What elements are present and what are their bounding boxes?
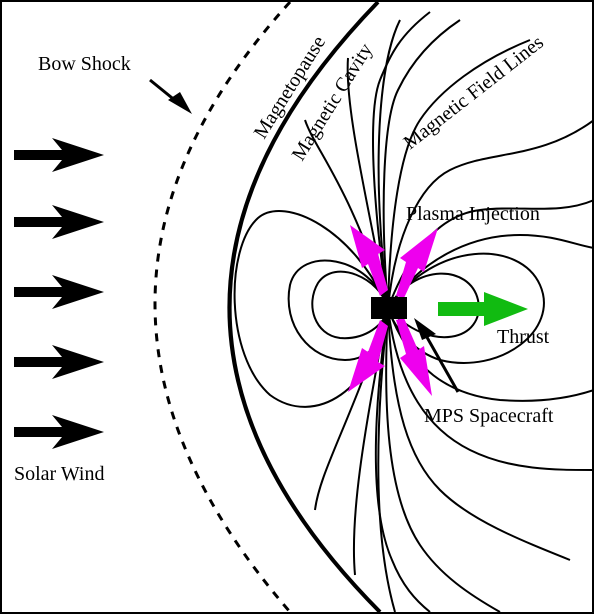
mps-spacecraft-body	[371, 297, 407, 319]
field-line-up-1	[372, 11, 431, 309]
magnetopause-curve	[227, 1, 382, 613]
field-line-up-2	[382, 19, 461, 309]
bow-shock-label: Bow Shock	[38, 53, 131, 75]
plasma-injection-arrows	[348, 225, 438, 396]
bow-shock-pointer-arrow	[149, 78, 192, 114]
field-line-down-3	[387, 307, 571, 561]
field-line-up-3	[387, 39, 531, 309]
magnetic-field-lines-label: Magnetic Field Lines	[400, 31, 549, 154]
solar-wind-arrows	[14, 138, 104, 449]
plasma-injection-label: Plasma Injection	[406, 203, 540, 225]
field-line-closed-left-3	[233, 210, 390, 408]
field-line-up-7	[377, 19, 401, 309]
spacecraft-pointer-arrow	[414, 318, 460, 393]
bow-shock-curve	[153, 1, 292, 613]
solar-wind-arrow-1	[14, 138, 104, 172]
plasma-arrow-up-right	[396, 228, 438, 298]
plasma-arrow-down-right	[396, 318, 432, 396]
solar-wind-label: Solar Wind	[14, 463, 105, 485]
thrust-label: Thrust	[497, 326, 550, 348]
field-line-down-2	[385, 307, 501, 613]
solar-wind-arrow-2	[14, 205, 104, 239]
solar-wind-arrow-3	[14, 275, 104, 309]
mps-spacecraft-label: MPS Spacecraft	[424, 405, 554, 427]
field-line-down-4	[387, 307, 593, 471]
field-line-down-1	[374, 307, 431, 613]
plasma-arrow-down-left	[348, 320, 388, 392]
plasma-arrow-up-left	[350, 225, 388, 296]
thrust-arrow	[438, 292, 528, 326]
field-line-up-4	[387, 119, 593, 309]
solar-wind-arrow-4	[14, 345, 104, 379]
field-line-up-6	[387, 233, 593, 309]
solar-wind-arrow-5	[14, 415, 104, 449]
field-line-closed-left-1	[311, 270, 390, 340]
